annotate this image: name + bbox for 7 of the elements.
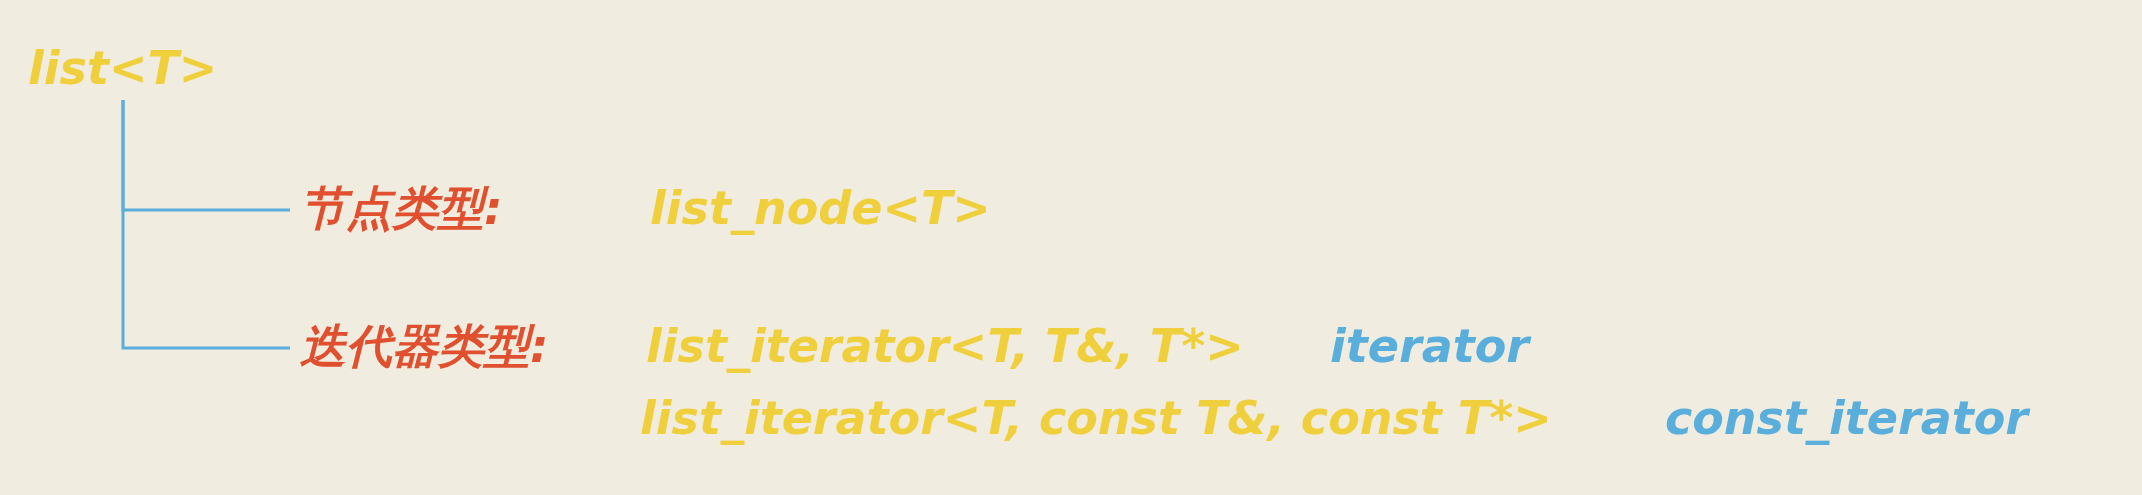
category-label: 迭代器类型: bbox=[300, 318, 549, 374]
type-name: list<T> bbox=[28, 40, 218, 96]
category-label: 节点类型: bbox=[300, 180, 503, 236]
type-name: list_iterator<T, const T&, const T*> bbox=[640, 390, 1552, 446]
tree-connector bbox=[121, 100, 290, 350]
type-name: list_iterator<T, T&, T*> bbox=[646, 318, 1244, 374]
type-name: list_node<T> bbox=[650, 180, 991, 236]
